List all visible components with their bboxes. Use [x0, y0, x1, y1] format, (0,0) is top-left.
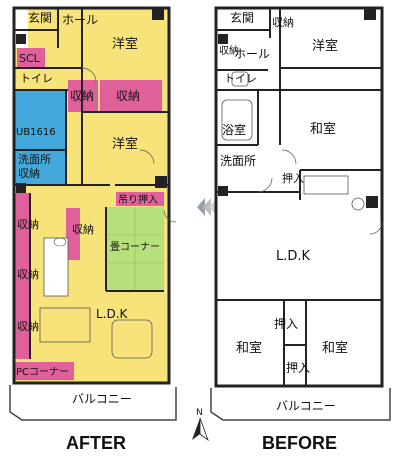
after-inner-walls — [14, 8, 169, 359]
after-shuno-l1-block — [14, 193, 30, 263]
after-pc-block — [14, 362, 74, 380]
after-scl-label: SCL — [19, 52, 41, 65]
before-column-4 — [218, 186, 228, 196]
before-plan: 玄関 収納 洋室 収納 ホール トイレ 和室 浴室 洗面所 押入 L.D.K 押… — [210, 6, 391, 421]
after-column-1 — [16, 34, 26, 44]
after-tatami-label: 畳コーナー — [110, 241, 160, 253]
after-youshitsu1-label: 洋室 — [112, 36, 138, 52]
after-tatami-grid — [106, 207, 164, 291]
before-senmenjo-label: 洗面所 — [220, 154, 256, 168]
after-shuno-l3-block — [14, 311, 30, 359]
after-door-swings — [81, 67, 177, 223]
before-washitsu3-label: 和室 — [322, 340, 348, 356]
before-column-3 — [366, 196, 378, 208]
before-caption: BEFORE — [262, 433, 337, 453]
after-column-3 — [155, 176, 167, 188]
after-shuno-l2-label: 収納 — [17, 268, 39, 281]
svg-text:N: N — [196, 408, 203, 418]
before-ldk-label: L.D.K — [276, 249, 311, 264]
before-yokushitsu-label: 浴室 — [222, 122, 246, 137]
after-toilet-label: トイレ — [20, 72, 53, 85]
after-shuno1-label: 収納 — [70, 89, 94, 103]
after-dining-table — [39, 307, 91, 343]
after-shuno2-label: 収納 — [116, 89, 140, 103]
after-hall-label: ホール — [62, 13, 98, 27]
after-pc-label: PCコーナー — [16, 366, 69, 378]
before-balcony-label: バルコニー — [276, 399, 336, 413]
before-oshiire2-label: 押入 — [274, 317, 298, 331]
after-column-2 — [152, 8, 164, 20]
after-balcony-outline — [9, 385, 177, 421]
after-genkan-label: 玄関 — [28, 10, 52, 25]
before-column-1 — [218, 34, 228, 44]
after-senmenjo-label: 洗面所 — [18, 153, 51, 166]
after-ldk-label: L.D.K — [96, 307, 129, 321]
before-door-swings — [257, 149, 383, 235]
before-shuno-side-label: 収納 — [219, 44, 239, 57]
before-youshitsu-label: 洋室 — [312, 38, 338, 54]
before-hall-label: ホール — [234, 47, 270, 61]
before-oshiire3-label: 押入 — [286, 361, 310, 375]
before-inner-walls — [216, 8, 382, 386]
after-tsuri-label: 吊り押入 — [118, 193, 158, 206]
before-washitsu1-label: 和室 — [310, 121, 336, 137]
after-plan: 玄関 ホール 洋室 SCL トイレ 収納 収納 UB1616 洋室 洗面所 収納… — [9, 6, 177, 421]
after-shuno-wash-label: 収納 — [18, 167, 40, 180]
before-balcony-outline — [210, 388, 391, 421]
after-shuno-mid-block — [66, 208, 80, 260]
before-bathtub — [221, 99, 253, 141]
before-sink — [351, 197, 365, 211]
before-toilet-label: トイレ — [224, 72, 257, 85]
before-shuno-top-label: 収納 — [272, 16, 294, 29]
after-sink — [53, 237, 67, 247]
after-shuno-l2-block — [14, 263, 30, 311]
before-oshiire1-label: 押入 — [282, 171, 304, 185]
after-caption: AFTER — [66, 433, 126, 453]
after-shuno-mid-label: 収納 — [72, 223, 94, 236]
after-shuno2-block — [100, 80, 162, 112]
after-balcony-label: バルコニー — [72, 392, 132, 406]
after-outer-wall — [12, 6, 171, 385]
after-kitchen-counter — [43, 237, 69, 297]
after-youshitsu2-label: 洋室 — [112, 136, 138, 152]
before-washitsu2-label: 和室 — [236, 340, 262, 356]
after-ub-label: UB1616 — [16, 127, 56, 138]
before-column-2 — [364, 8, 376, 20]
before-genkan-label: 玄関 — [230, 10, 254, 25]
before-toilet-fixture — [231, 71, 249, 87]
transition-arrow — [197, 198, 217, 216]
after-sofa — [111, 319, 153, 359]
compass-icon: N — [192, 408, 209, 442]
after-scl-block — [17, 48, 45, 68]
after-ub-area — [14, 90, 66, 185]
after-shuno-l3-label: 収納 — [17, 320, 39, 333]
after-tsuri-block — [116, 192, 164, 206]
after-shuno-l1-label: 収納 — [17, 218, 39, 231]
before-kitchen-counter — [303, 175, 349, 195]
after-column-4 — [16, 183, 26, 193]
